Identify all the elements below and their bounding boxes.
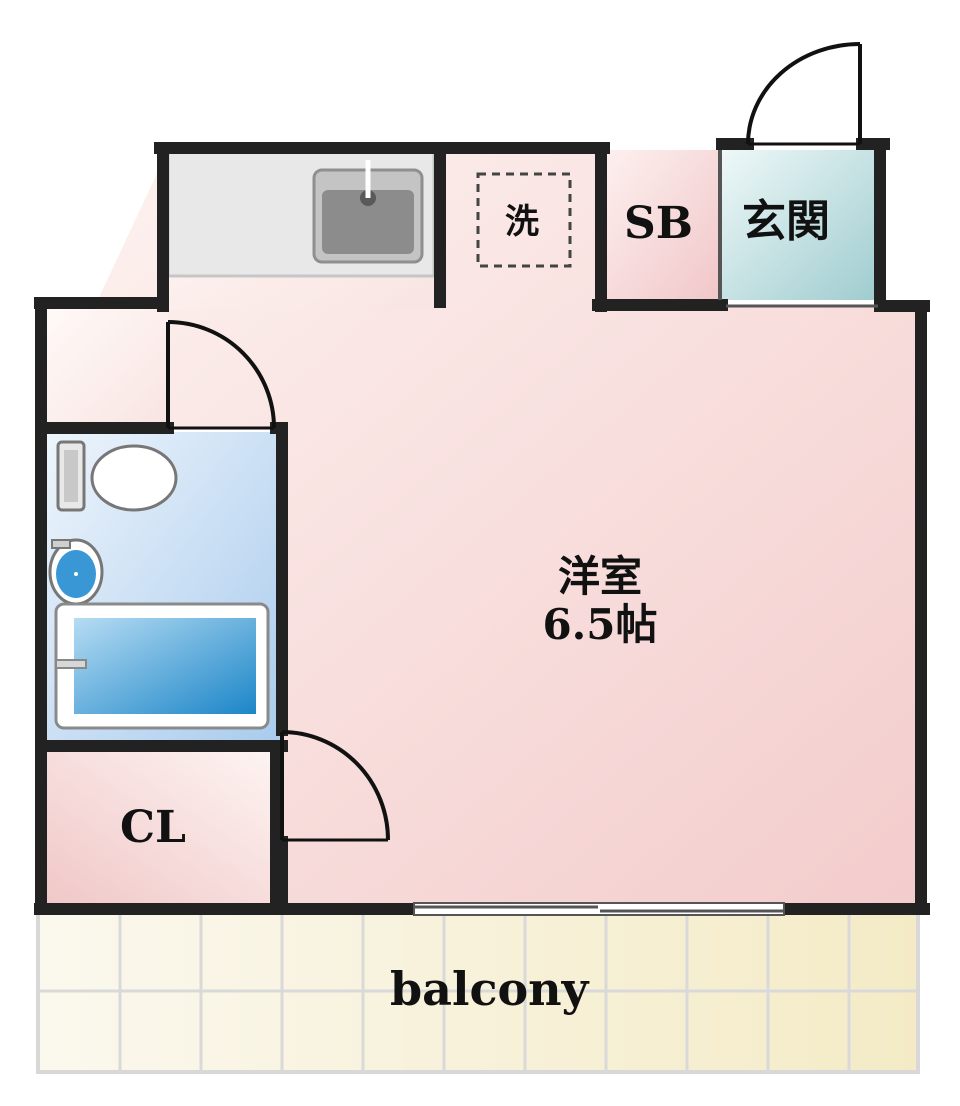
washbasin-icon xyxy=(48,538,104,606)
entrance xyxy=(722,150,878,300)
sliding-window-icon xyxy=(413,902,785,916)
room-name: 洋室 xyxy=(557,552,642,601)
sink-icon xyxy=(312,160,424,264)
door-swing-icon xyxy=(166,42,862,842)
closet xyxy=(44,750,276,906)
laundry-space xyxy=(476,172,572,268)
bathtub-icon xyxy=(54,602,270,730)
balcony-label: balcony xyxy=(390,962,589,1016)
shoe-box xyxy=(604,150,718,300)
entrance-label: 玄関 xyxy=(742,196,830,247)
kitchen-counter xyxy=(166,148,436,278)
walls xyxy=(34,138,930,915)
bathroom xyxy=(44,432,280,744)
room-size: 6.5帖 xyxy=(542,600,658,650)
western-room-label: 洋室 6.5帖 xyxy=(480,552,720,650)
closet-label: CL xyxy=(120,802,186,853)
laundry-label: 洗 xyxy=(505,202,539,242)
toilet-icon xyxy=(56,440,178,512)
balcony xyxy=(36,910,920,1074)
shoe-box-label: SB xyxy=(624,198,693,249)
